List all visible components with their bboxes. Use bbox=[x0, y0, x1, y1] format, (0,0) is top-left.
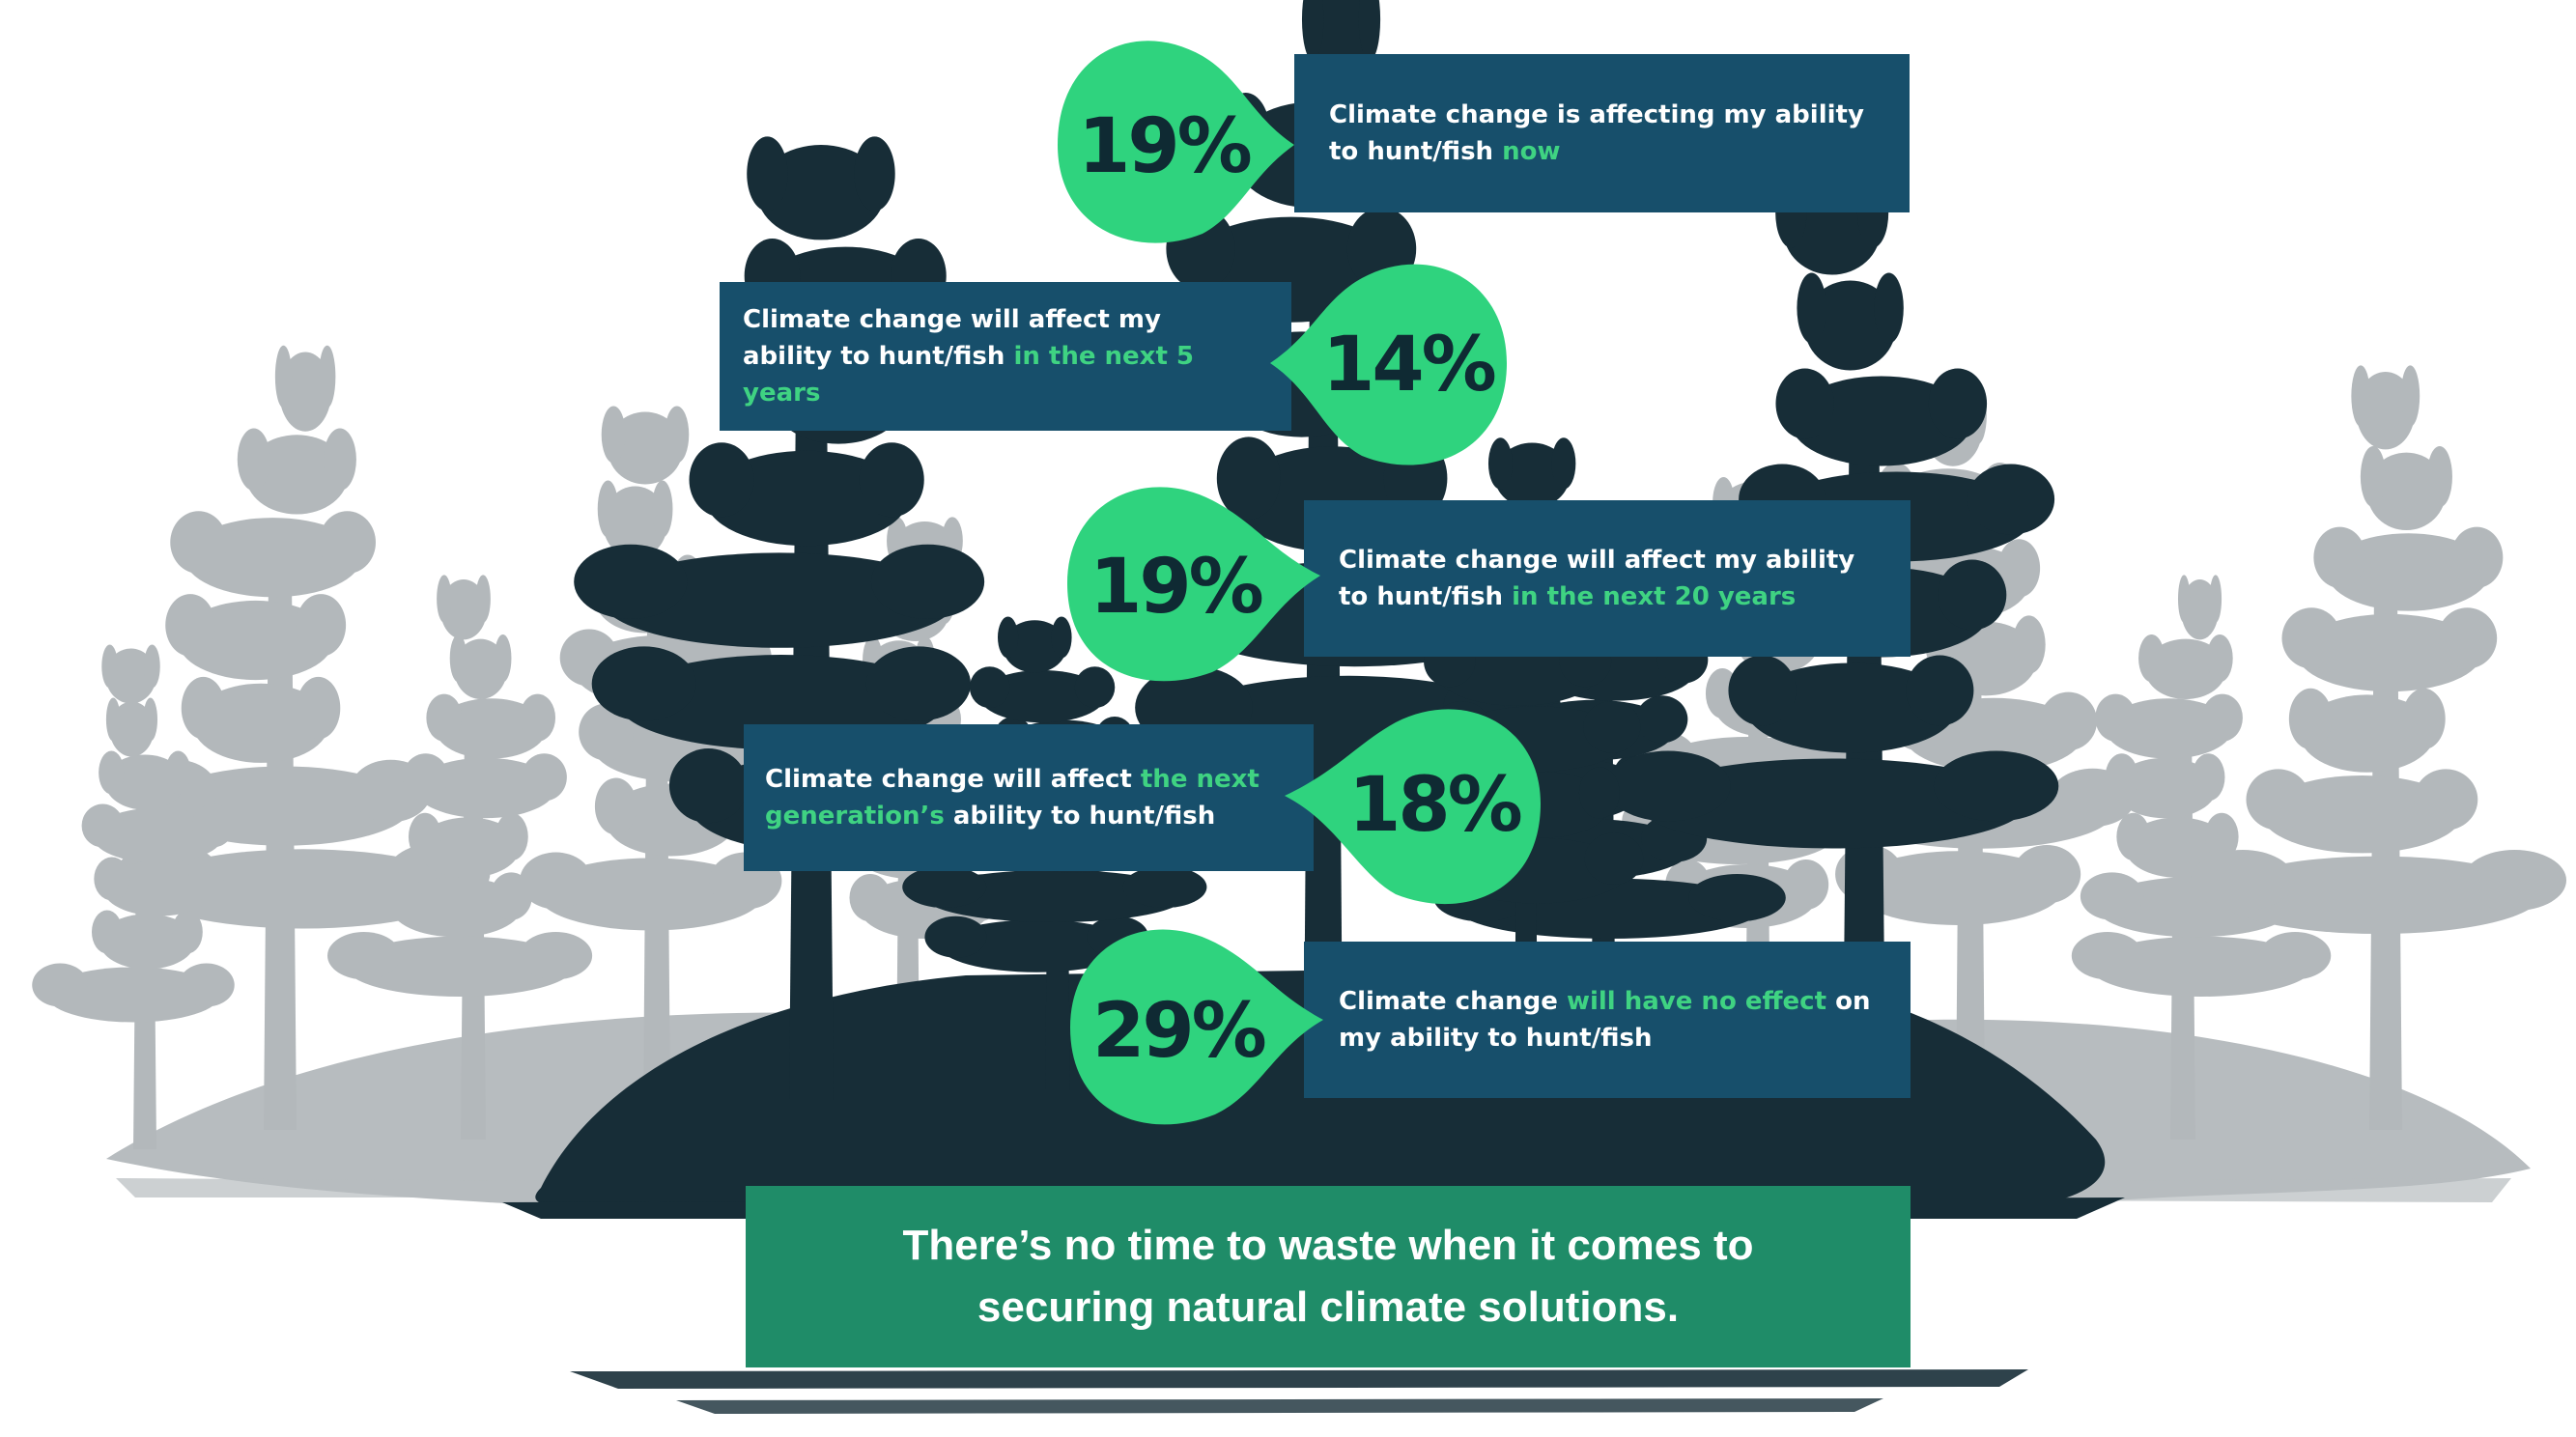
conclusion-banner: There’s no time to waste when it comes t… bbox=[746, 1186, 1911, 1367]
drop-shape bbox=[1270, 264, 1507, 465]
stat-statement: Climate change will affect my ability to… bbox=[743, 305, 1195, 408]
stat-box-next-5-years: Climate change will affect my ability to… bbox=[720, 282, 1291, 431]
percent-value: 19% bbox=[1090, 544, 1262, 631]
stat-box-now: Climate change is affecting my ability t… bbox=[1294, 54, 1910, 212]
percent-drop-no-effect: 29% bbox=[1070, 929, 1323, 1125]
percent-value: 19% bbox=[1078, 103, 1251, 190]
drop-shape bbox=[1058, 41, 1294, 243]
percent-drop-next-generation: 18% bbox=[1285, 709, 1541, 905]
stat-box-next-generation: Climate change will affect the next gene… bbox=[744, 724, 1314, 871]
stat-statement: Climate change will have no effect on my… bbox=[1339, 987, 1871, 1053]
stat-box-no-effect: Climate change will have no effect on my… bbox=[1304, 942, 1911, 1098]
percent-drop-next-5-years: 14% bbox=[1270, 264, 1507, 465]
percent-value: 29% bbox=[1092, 988, 1265, 1075]
stat-statement: Climate change will affect the next gene… bbox=[765, 765, 1260, 831]
percent-value: 14% bbox=[1322, 322, 1495, 409]
percent-value: 18% bbox=[1348, 762, 1521, 849]
stat-statement: Climate change will affect my ability to… bbox=[1339, 546, 1855, 611]
drop-shape bbox=[1285, 709, 1541, 905]
tree-icon bbox=[327, 575, 593, 1140]
conclusion-text: There’s no time to waste when it comes t… bbox=[902, 1222, 1754, 1331]
drop-shape bbox=[1070, 929, 1323, 1125]
percent-drop-next-20-years: 19% bbox=[1067, 487, 1320, 682]
tree-icon bbox=[32, 644, 235, 1149]
drop-shape bbox=[1067, 487, 1320, 682]
percent-drop-now: 19% bbox=[1058, 41, 1294, 243]
stat-box-next-20-years: Climate change will affect my ability to… bbox=[1304, 500, 1911, 657]
tree-icon bbox=[2191, 365, 2567, 1130]
stat-statement: Climate change is affecting my ability t… bbox=[1329, 100, 1864, 166]
